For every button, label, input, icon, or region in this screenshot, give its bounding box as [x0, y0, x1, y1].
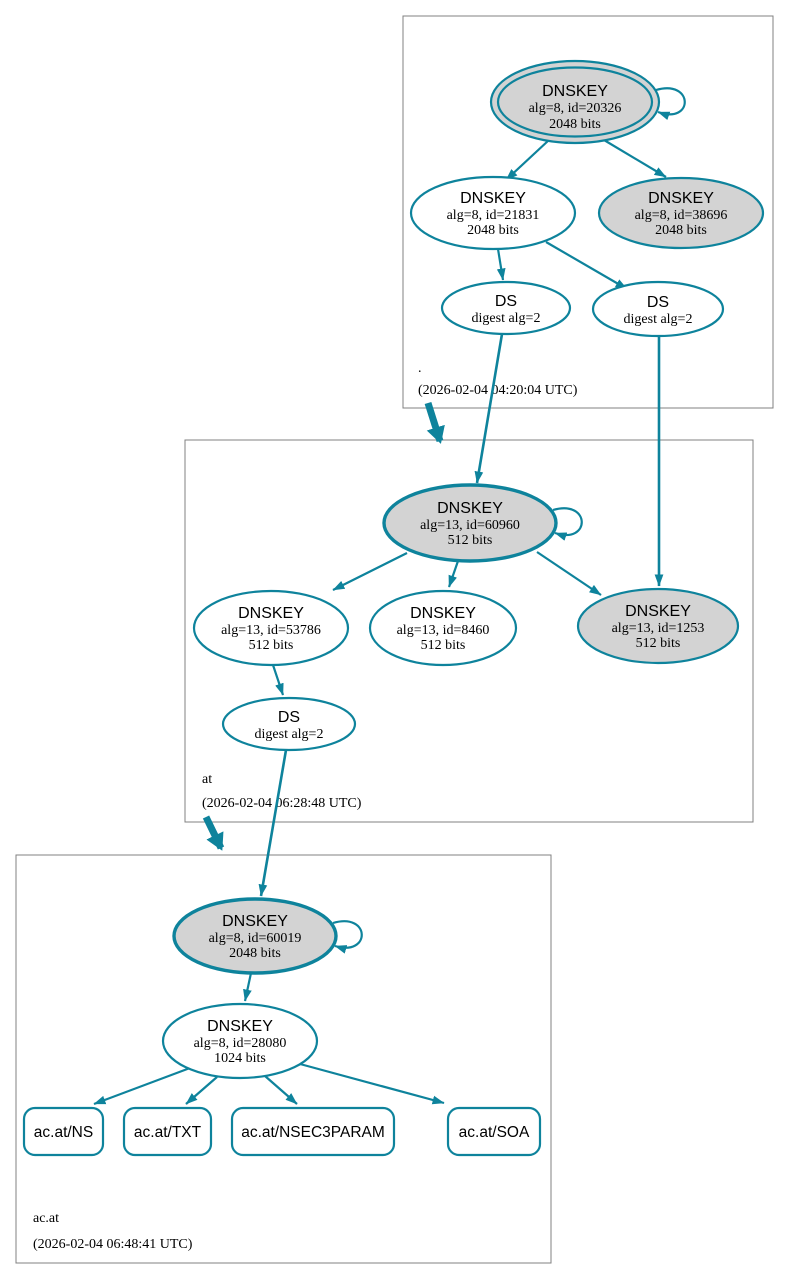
svg-text:DNSKEY: DNSKEY: [437, 500, 503, 517]
dnskey-1253[interactable]: DNSKEY alg=13, id=1253 512 bits: [576, 587, 740, 665]
svg-text:512 bits: 512 bits: [448, 533, 493, 548]
zone-root-caption: . (2026-02-04 04:20:04 UTC): [418, 361, 578, 398]
edge-dnskey60019-dnskey28080: [243, 972, 253, 1002]
edge-at-ksk-selfloop: [552, 507, 583, 541]
svg-text:ac.at/TXT: ac.at/TXT: [134, 1124, 202, 1141]
svg-text:DNSKEY: DNSKEY: [238, 605, 304, 622]
dnskey-28080[interactable]: DNSKEY alg=8, id=28080 1024 bits: [161, 1002, 319, 1080]
zone-at-box: [184, 439, 754, 823]
svg-text:alg=8, id=20326: alg=8, id=20326: [529, 101, 622, 116]
edge-dnskey28080-rrset-txt: [185, 1076, 218, 1105]
svg-text:2048 bits: 2048 bits: [549, 117, 601, 132]
dnskey-20326[interactable]: DNSKEY alg=8, id=20326 2048 bits: [489, 59, 661, 145]
dnskey-20326-inner-ring: [496, 66, 654, 138]
svg-text:512 bits: 512 bits: [249, 638, 294, 653]
ds-at[interactable]: DS digest alg=2: [221, 696, 357, 752]
svg-text:2048 bits: 2048 bits: [229, 946, 281, 961]
dnskey-60019[interactable]: DNSKEY alg=8, id=60019 2048 bits: [172, 897, 338, 975]
edge-dnskey60960-dnskey53786: [332, 552, 408, 591]
rrset-ac-at-txt[interactable]: ac.at/TXT: [122, 1106, 213, 1157]
edge-dnskey28080-rrset-soa: [299, 1062, 445, 1105]
svg-text:DNSKEY: DNSKEY: [625, 603, 691, 620]
edge-dnskey53786-ds: [271, 664, 285, 696]
svg-text:DNSKEY: DNSKEY: [410, 605, 476, 622]
delegation-arrow-root-at: [424, 401, 445, 444]
zone-at-label: at: [202, 772, 212, 787]
svg-text:DS: DS: [278, 709, 300, 726]
edge-ds1-dnskey60960: [474, 333, 504, 484]
zone-ac-at-caption: ac.at (2026-02-04 06:48:41 UTC): [33, 1211, 193, 1252]
zone-at-timestamp: (2026-02-04 06:28:48 UTC): [202, 796, 362, 811]
zone-root-box: [402, 15, 774, 409]
edge-dnskey28080-rrset-nsec3param: [264, 1075, 298, 1105]
svg-text:ac.at/SOA: ac.at/SOA: [459, 1124, 530, 1141]
svg-text:alg=13, id=8460: alg=13, id=8460: [397, 623, 490, 638]
edge-ds-dnskey60019: [258, 749, 288, 897]
zone-ac-at-timestamp: (2026-02-04 06:48:41 UTC): [33, 1237, 193, 1252]
edge-root-ksk-selfloop: [655, 87, 686, 121]
dnskey-21831[interactable]: DNSKEY alg=8, id=21831 2048 bits: [409, 175, 577, 251]
zone-ac-at-label: ac.at: [33, 1211, 59, 1226]
edge-dnskey60960-dnskey1253: [536, 551, 602, 596]
svg-text:2048 bits: 2048 bits: [655, 223, 707, 238]
edge-dnskey28080-rrset-ns: [93, 1066, 191, 1106]
svg-text:alg=13, id=60960: alg=13, id=60960: [420, 518, 520, 533]
rrset-ac-at-soa[interactable]: ac.at/SOA: [446, 1106, 542, 1157]
svg-text:DNSKEY: DNSKEY: [460, 190, 526, 207]
svg-text:digest alg=2: digest alg=2: [255, 727, 324, 742]
svg-text:alg=8, id=21831: alg=8, id=21831: [447, 208, 540, 223]
edge-ksk20326-dnskey21831: [505, 139, 550, 181]
zone-root-timestamp: (2026-02-04 04:20:04 UTC): [418, 383, 578, 398]
svg-text:alg=8, id=28080: alg=8, id=28080: [194, 1036, 287, 1051]
delegation-arrow-at-ac-at: [202, 815, 225, 851]
edge-dnskey60960-dnskey8460: [447, 560, 460, 588]
zone-root-label: .: [418, 361, 422, 376]
ds-root-2[interactable]: DS digest alg=2: [591, 280, 725, 338]
svg-text:DNSKEY: DNSKEY: [222, 913, 288, 930]
svg-text:1024 bits: 1024 bits: [214, 1051, 266, 1066]
svg-text:alg=8, id=38696: alg=8, id=38696: [635, 208, 728, 223]
ds-root-1[interactable]: DS digest alg=2: [440, 280, 572, 336]
svg-text:512 bits: 512 bits: [421, 638, 466, 653]
svg-text:DNSKEY: DNSKEY: [207, 1018, 273, 1035]
dnskey-8460[interactable]: DNSKEY alg=13, id=8460 512 bits: [368, 589, 518, 667]
svg-text:DS: DS: [647, 294, 669, 311]
svg-text:digest alg=2: digest alg=2: [472, 311, 541, 326]
dnskey-38696[interactable]: DNSKEY alg=8, id=38696 2048 bits: [597, 176, 765, 250]
edge-ac-at-ksk-selfloop: [332, 920, 363, 954]
svg-text:alg=13, id=53786: alg=13, id=53786: [221, 623, 321, 638]
rrset-ac-at-nsec3param[interactable]: ac.at/NSEC3PARAM: [230, 1106, 396, 1157]
dnskey-53786[interactable]: DNSKEY alg=13, id=53786 512 bits: [192, 589, 350, 667]
edge-ksk20326-dnskey38696: [603, 139, 667, 178]
svg-text:512 bits: 512 bits: [636, 636, 681, 651]
svg-text:DS: DS: [495, 293, 517, 310]
svg-text:alg=13, id=1253: alg=13, id=1253: [612, 621, 705, 636]
edge-dnskey21831-ds2: [545, 241, 628, 290]
svg-text:alg=8, id=60019: alg=8, id=60019: [209, 931, 302, 946]
rrset-ac-at-ns[interactable]: ac.at/NS: [22, 1106, 105, 1157]
dnskey-60960[interactable]: DNSKEY alg=13, id=60960 512 bits: [382, 483, 558, 563]
edge-dnskey21831-ds1: [496, 248, 506, 281]
svg-text:ac.at/NSEC3PARAM: ac.at/NSEC3PARAM: [241, 1124, 385, 1141]
zone-ac-at-box: [15, 854, 552, 1264]
svg-text:ac.at/NS: ac.at/NS: [34, 1124, 93, 1141]
svg-text:DNSKEY: DNSKEY: [542, 83, 608, 100]
svg-text:2048 bits: 2048 bits: [467, 223, 519, 238]
svg-text:digest alg=2: digest alg=2: [624, 312, 693, 327]
svg-text:DNSKEY: DNSKEY: [648, 190, 714, 207]
zone-at-caption: at (2026-02-04 06:28:48 UTC): [202, 772, 362, 811]
